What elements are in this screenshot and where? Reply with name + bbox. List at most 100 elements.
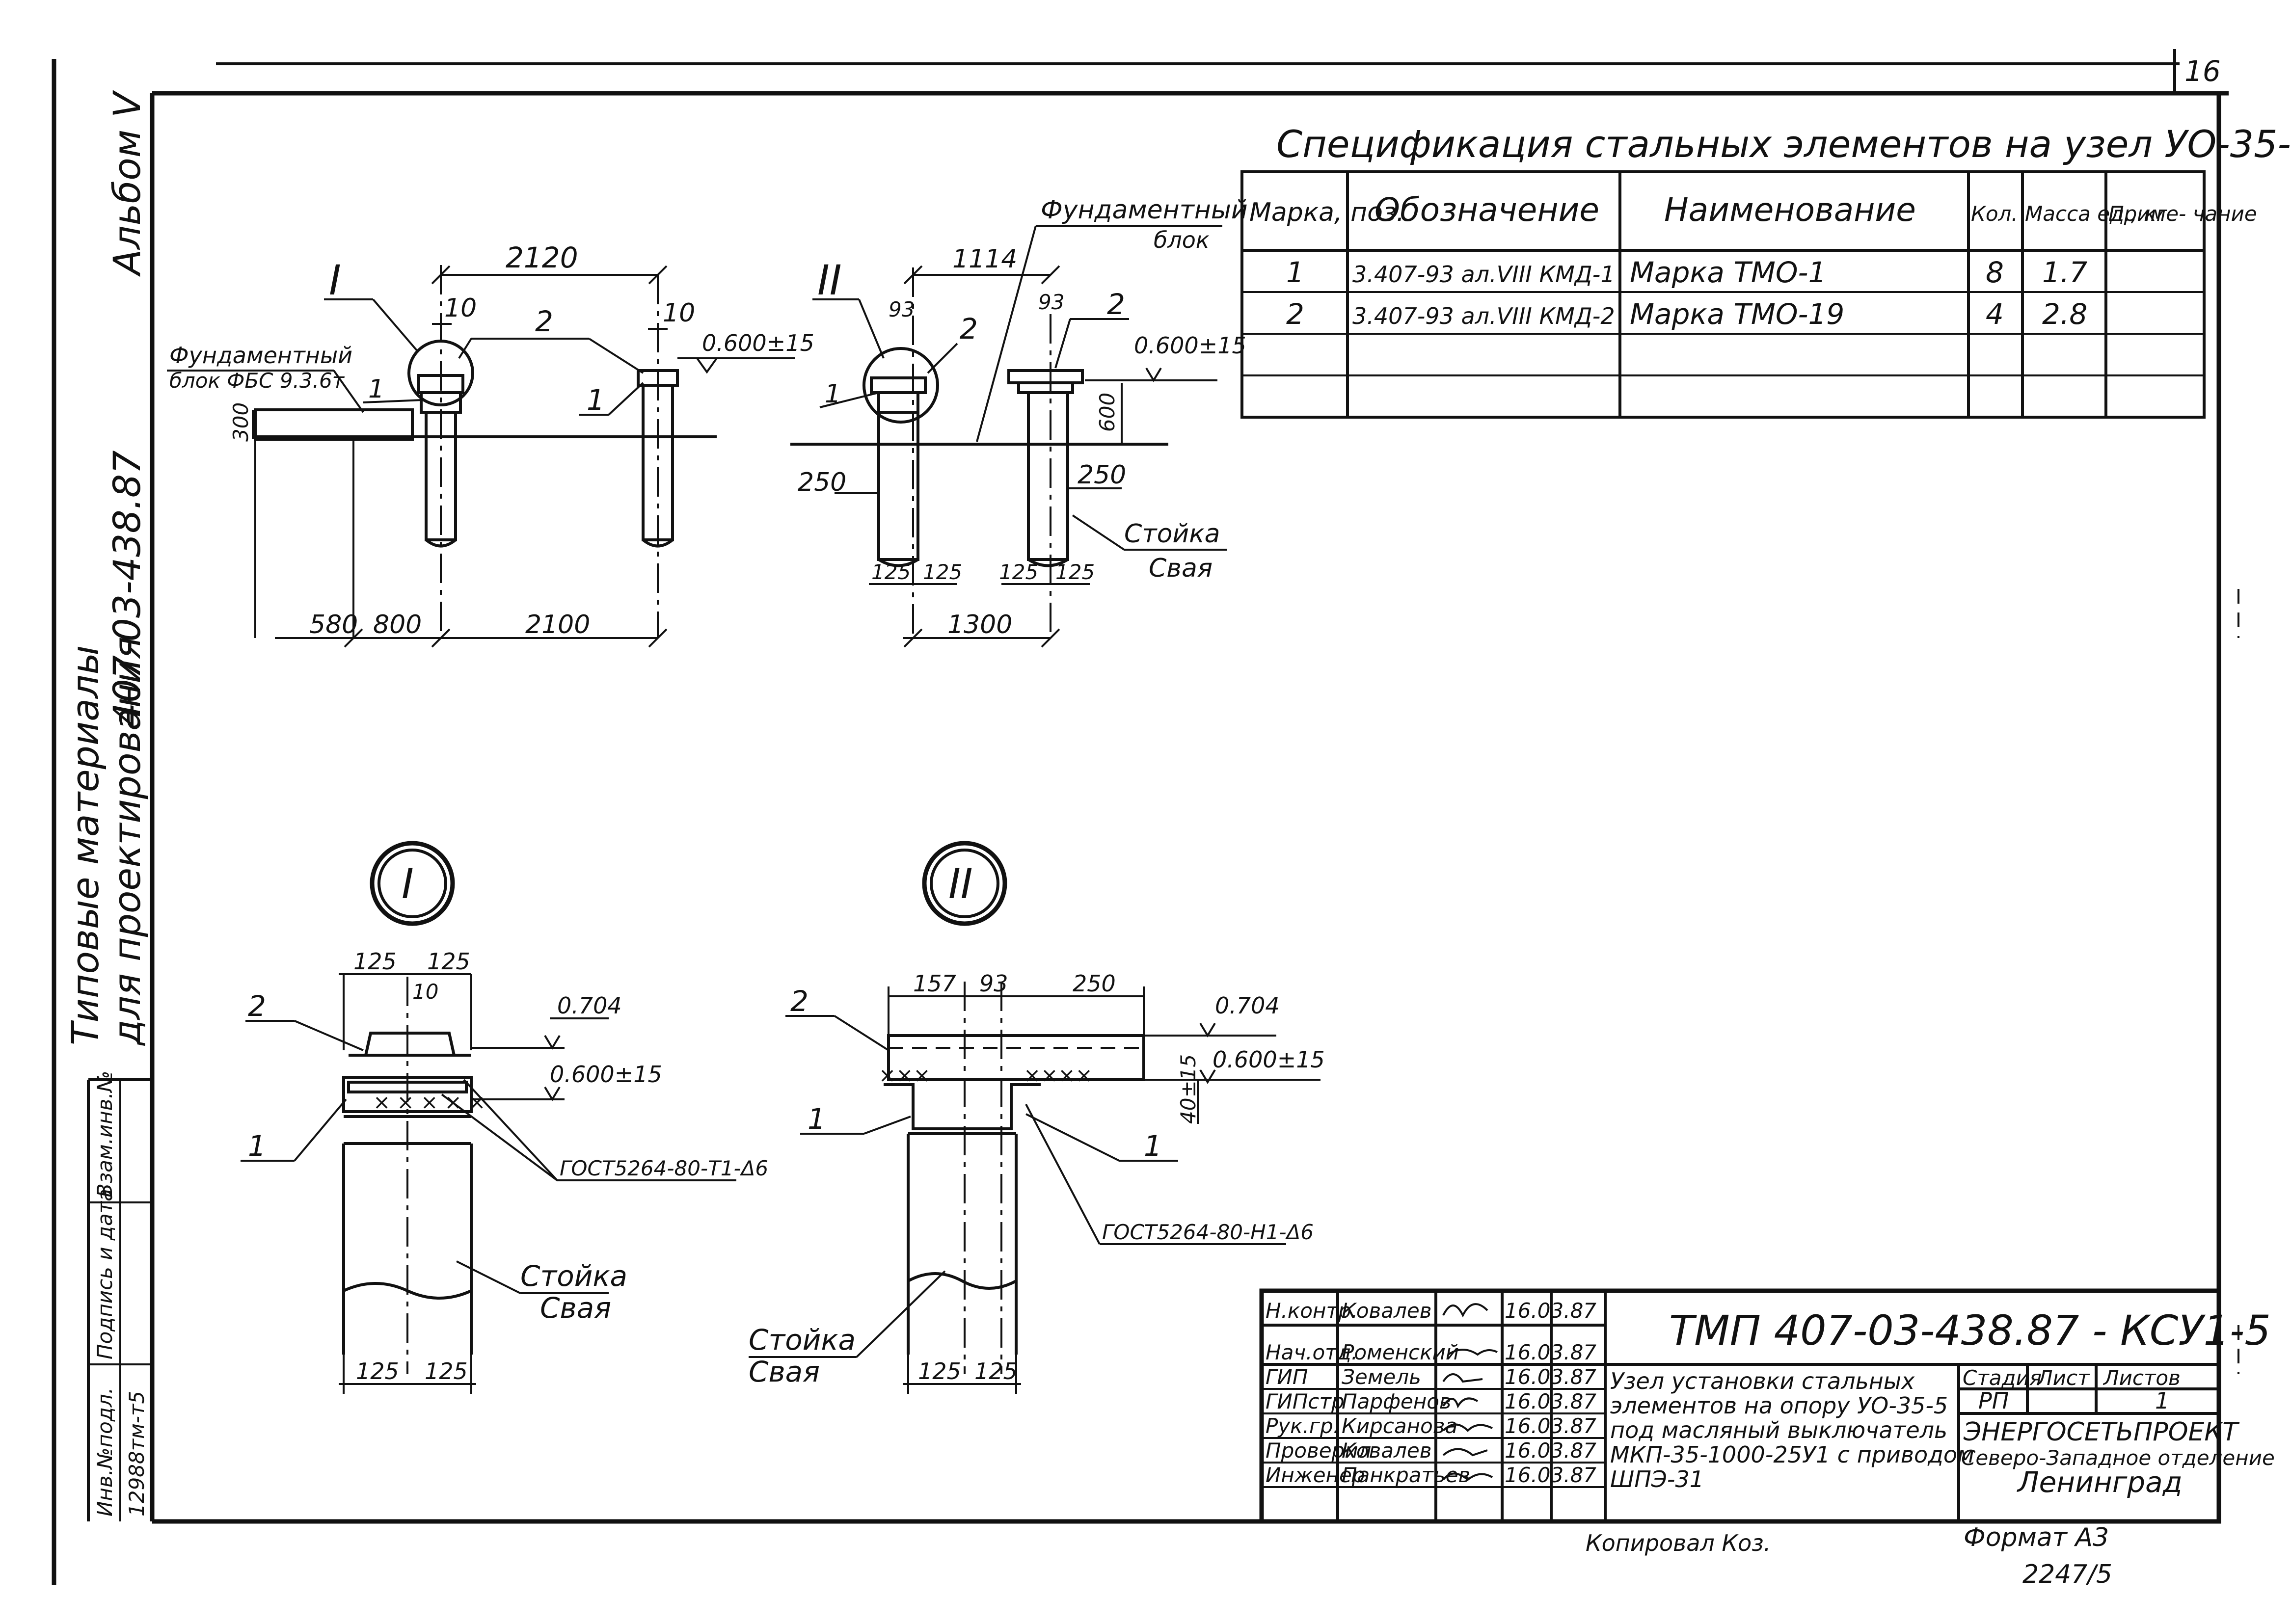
weld-callout: ГОСТ5264-80-Т1-Δ6 [560, 1156, 768, 1180]
sheet-format: Формат А3 [1964, 1523, 2109, 1552]
level-top: 0.704 [1215, 992, 1280, 1019]
spec-header-qty: Кол. [1971, 202, 2018, 226]
dim-600: 600 [1095, 393, 1119, 432]
person-name: Парфенов [1342, 1389, 1452, 1413]
date: 16.03.87 [1505, 1389, 1596, 1413]
pos-2: 2 [535, 305, 553, 338]
dim-10-a: 10 [444, 293, 477, 323]
dim-300: 300 [229, 402, 253, 442]
drawing-1: 2120 I 10 10 2 1 1 0.600±15 Фундаментный… [167, 241, 814, 648]
role: Рук.гр. [1266, 1414, 1340, 1438]
dim-1300: 1300 [947, 610, 1012, 639]
role: Проверил [1266, 1438, 1371, 1463]
dim-125-b: 125 [427, 948, 470, 975]
description-line: Узел установки стальных [1610, 1368, 1915, 1394]
spec-table: Спецификация стальных элементов на узел … [1240, 122, 2291, 419]
org-branch: Северо-Западное отделение [1961, 1446, 2275, 1470]
sheets-header: Листов [2102, 1366, 2181, 1390]
spec-cell: Марка ТМО-19 [1630, 297, 1844, 331]
post-label-1: Стойка [749, 1323, 856, 1357]
dim-125: 125 [1055, 560, 1095, 584]
signature [1442, 1303, 1498, 1481]
stage-value: РП [1978, 1387, 2009, 1414]
dim-250-b: 250 [1078, 460, 1126, 490]
person-name: Земель [1342, 1365, 1421, 1389]
detail-2: II 157 93 250 ××× ×××× 0.704 0.600±15 40… [749, 841, 1325, 1394]
dim-157: 157 [913, 970, 956, 997]
dim-250: 250 [1073, 970, 1116, 997]
dim-bottom-b: 125 [974, 1358, 1018, 1384]
person-name: Панкратьев [1342, 1463, 1470, 1487]
description-line: элементов на опору УО-35-5 [1610, 1392, 1948, 1419]
pos-1-b: 1 [587, 383, 605, 417]
spec-cell: Марка ТМО-1 [1630, 256, 1826, 289]
spec-cell: 2 [1286, 297, 1304, 331]
footer-code: 2247/5 [2022, 1560, 2112, 1589]
pos-1: 1 [248, 1129, 266, 1163]
dim-40: 40±15 [1176, 1054, 1200, 1124]
weld-marks: × × × × × [373, 1090, 485, 1114]
detail-label-2: II [948, 860, 973, 908]
org-name: ЭНЕРГОСЕТЬПРОЕКТ [1963, 1417, 2240, 1447]
dim-93-b: 93 [1038, 290, 1064, 314]
description-line: ШПЭ-31 [1610, 1466, 1704, 1492]
org-city: Ленинград [2017, 1465, 2183, 1499]
dim-10: 10 [412, 980, 438, 1004]
sheet-header: Лист [2036, 1366, 2090, 1390]
date: 16.03.87 [1505, 1438, 1596, 1463]
date: 16.03.87 [1505, 1365, 1596, 1389]
date: 16.03.87 [1505, 1340, 1596, 1364]
post-label-2: Свая [1149, 554, 1213, 583]
dim-bottom-b: 125 [425, 1358, 468, 1384]
dim-bottom-a: 125 [918, 1358, 961, 1384]
detail-1: I 125 125 10 × × × × × 0.704 0.600±15 2 [241, 841, 768, 1394]
spec-cell: 1 [1286, 256, 1304, 289]
copied-by: Копировал Коз. [1586, 1530, 1771, 1556]
role: ГИПстр [1266, 1389, 1345, 1413]
block-label-1: Фундаментный [1041, 195, 1248, 225]
spec-cell: 3.407-93 ал.VIII КМД-1 [1352, 261, 1615, 288]
dim-10-b: 10 [663, 298, 695, 328]
dim-125: 125 [871, 560, 911, 584]
dim-bottom-a: 125 [356, 1358, 399, 1384]
person-name: Ковалев [1342, 1299, 1431, 1323]
spec-title: Спецификация стальных элементов на узел … [1276, 122, 2291, 166]
side-margin: Альбом V 407-03-438.87 Типовые материалы… [63, 90, 152, 1521]
series-code: 407-03-438.87 [105, 450, 149, 726]
post-label-2: Свая [749, 1355, 820, 1388]
block-label-2: блок [1154, 227, 1210, 253]
pos-2: 2 [790, 985, 809, 1018]
description-line: МКП-35-1000-25У1 с приводом [1610, 1441, 1974, 1468]
description-line: под масляный выключатель [1610, 1417, 1947, 1443]
level-mark: 0.600±15 [702, 330, 814, 356]
stamp-label-inv: Инв.№подл. [93, 1387, 117, 1517]
weld-callout: ГОСТ5264-80-Н1-Δ6 [1102, 1220, 1314, 1244]
weld-marks: ×××× [1024, 1063, 1093, 1087]
level-top: 0.704 [557, 992, 622, 1019]
inv-number: 12988тм-т5 [125, 1391, 149, 1517]
pos-2-b: 2 [1107, 288, 1125, 321]
spec-header-mark: Марка, поз. [1249, 198, 1404, 227]
spec-header-name: Наименование [1664, 191, 1916, 229]
series-title: Типовые материалы [63, 645, 107, 1045]
date: 16.03.87 [1505, 1299, 1596, 1323]
block-label-1: Фундаментный [169, 342, 352, 369]
spec-cell: 3.407-93 ал.VIII КМД-2 [1352, 303, 1615, 329]
series-title-2: для проектирования [105, 637, 149, 1046]
pos-2-a: 2 [960, 312, 978, 346]
post-label-2: Свая [540, 1291, 611, 1325]
level-mark: 0.600±15 [1134, 332, 1246, 359]
date: 16.03.87 [1505, 1463, 1596, 1487]
dim-93: 93 [979, 970, 1008, 997]
detail-label-1: I [402, 860, 414, 908]
pos-1-a: 1 [368, 374, 384, 404]
stage-header: Стадия [1963, 1366, 2042, 1390]
dim-2100: 2100 [525, 610, 590, 639]
sheet-frame [52, 49, 2229, 1585]
table-row: 2 3.407-93 ал.VIII КМД-2 Марка ТМО-19 4 … [1286, 297, 2087, 331]
role: ГИП [1266, 1365, 1308, 1389]
document-code: ТМП 407-03-438.87 - КСУ1-5 [1669, 1306, 2271, 1355]
dim-800: 800 [373, 610, 422, 639]
post-label-1: Стойка [1124, 519, 1220, 549]
section-label-1: I [329, 256, 341, 304]
